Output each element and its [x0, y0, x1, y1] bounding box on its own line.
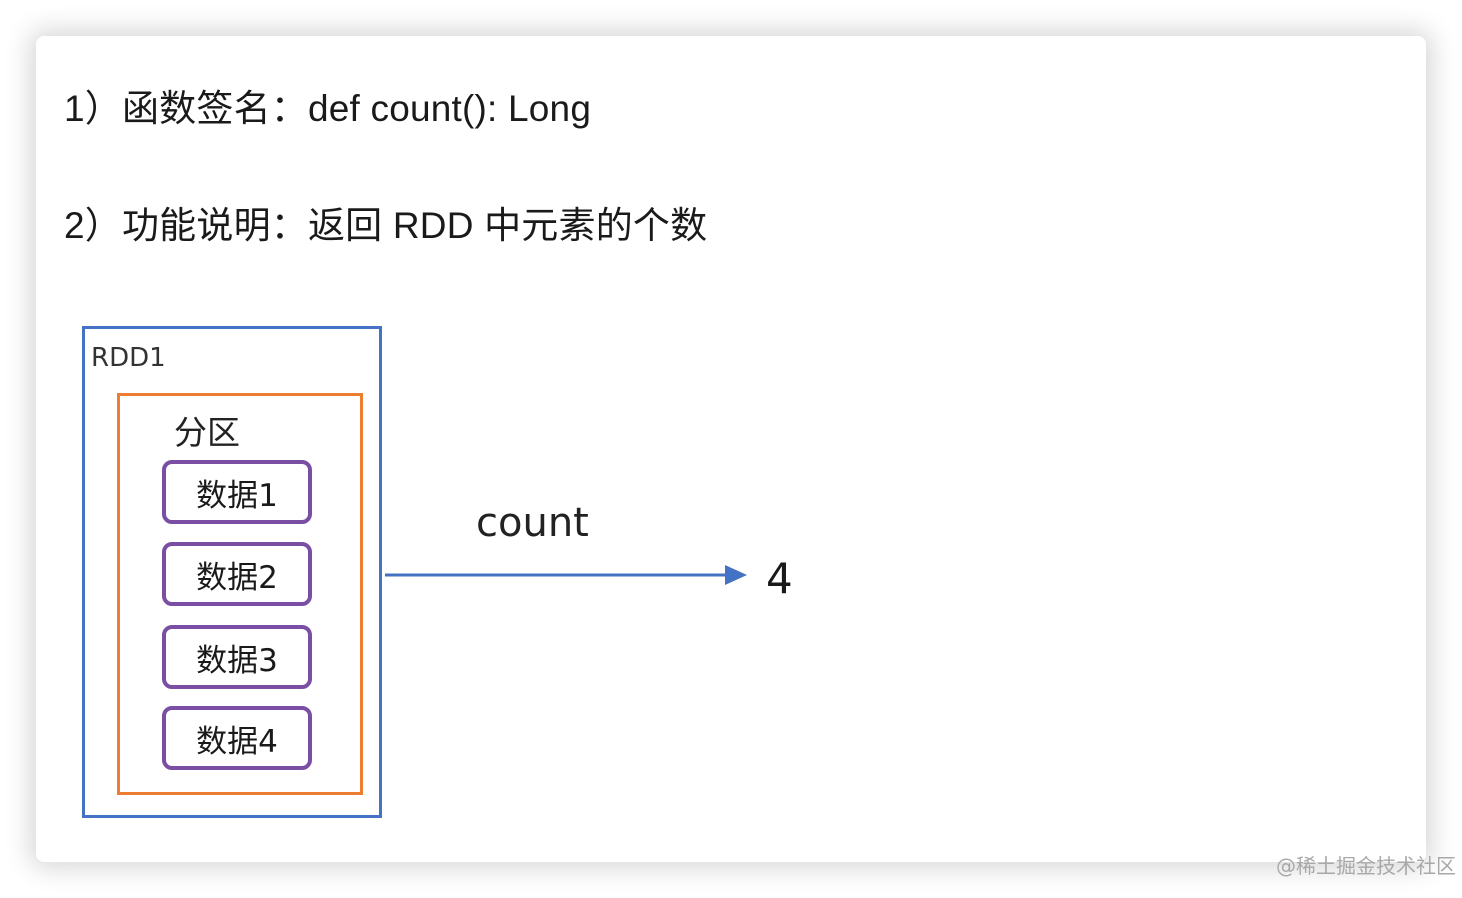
partition-container: 分区 数据1 数据2 数据3 数据4 — [117, 393, 363, 795]
watermark: @稀土掘金技术社区 — [1276, 854, 1456, 878]
content-card: 1）函数签名：def count(): Long 2）功能说明：返回 RDD 中… — [36, 36, 1426, 862]
result-value: 4 — [766, 554, 793, 603]
arrow-head — [725, 565, 747, 585]
data-item: 数据4 — [162, 706, 312, 770]
arrow-icon — [385, 565, 747, 585]
data-item: 数据1 — [162, 460, 312, 524]
data-item: 数据3 — [162, 625, 312, 689]
function-description: 2）功能说明：返回 RDD 中元素的个数 — [64, 205, 708, 246]
operation-label: count — [476, 500, 589, 546]
function-signature: 1）函数签名：def count(): Long — [64, 88, 592, 129]
partition-label: 分区 — [174, 413, 240, 452]
rdd-container: RDD1 分区 数据1 数据2 数据3 数据4 — [82, 326, 382, 818]
rdd-label: RDD1 — [91, 343, 166, 373]
data-item: 数据2 — [162, 542, 312, 606]
